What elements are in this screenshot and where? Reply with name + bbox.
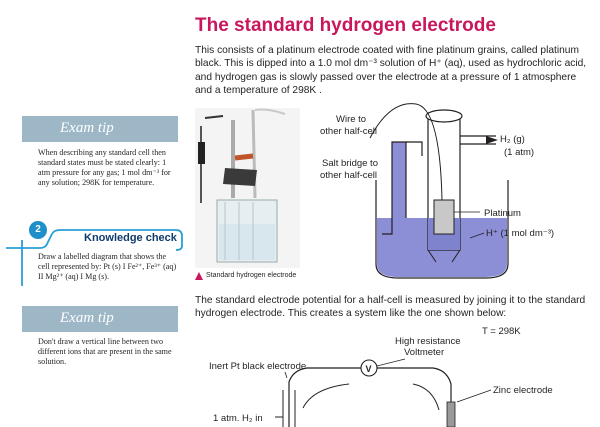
- measurement-paragraph: The standard electrode potential for a h…: [195, 295, 586, 320]
- page-title: The standard hydrogen electrode: [195, 15, 496, 36]
- intro-paragraph: This consists of a platinum electrode co…: [195, 45, 587, 96]
- knowledge-check-number: 2: [35, 224, 41, 235]
- knowledge-check-title: Knowledge check: [84, 232, 177, 244]
- label-atm: 1 atm. H₂ in: [213, 413, 263, 424]
- exam-tip-banner-2: Exam tip: [22, 306, 178, 332]
- label-salt: Salt bridge to: [322, 158, 378, 169]
- exam-tip-text-2: Don't draw a vertical line between two d…: [38, 337, 172, 366]
- exam-tip-banner: Exam tip: [22, 116, 178, 142]
- label-hr2: Voltmeter: [404, 347, 444, 358]
- cell-diagram: T = 298K High resistance Voltmeter V Ine…: [209, 326, 553, 427]
- label-zinc: Zinc electrode: [493, 385, 553, 396]
- knowledge-check-text: Draw a labelled diagram that shows the c…: [38, 252, 177, 281]
- label-wire-2: other half-cell: [320, 126, 377, 137]
- exam-tip-title-2: Exam tip: [60, 310, 114, 326]
- number-circle-icon: [29, 221, 47, 239]
- knowledge-check-frame: [6, 221, 183, 286]
- label-h2-pressure: (1 atm): [504, 147, 534, 158]
- label-h2: H₂ (g): [500, 134, 525, 145]
- label-inert: Inert Pt black electrode: [209, 361, 306, 372]
- hydrogen-electrode-photo: [195, 108, 300, 268]
- exam-tip-title: Exam tip: [60, 120, 114, 136]
- label-platinum: Platinum: [484, 208, 521, 219]
- label-hplus: H⁺ (1 mol dm⁻³): [486, 228, 554, 239]
- exam-tip-text: When describing any standard cell then s…: [38, 148, 171, 187]
- label-v: V: [366, 364, 372, 374]
- photo-caption: Standard hydrogen electrode: [206, 272, 297, 279]
- label-hr1: High resistance: [395, 336, 460, 347]
- label-wire: Wire to: [336, 114, 366, 125]
- caption-triangle-icon: [195, 272, 203, 280]
- label-salt-2: other half-cell: [320, 170, 377, 181]
- she-diagram: Wire to other half-cell H₂ (g) (1 atm) S…: [320, 103, 554, 279]
- label-temp: T = 298K: [482, 326, 521, 337]
